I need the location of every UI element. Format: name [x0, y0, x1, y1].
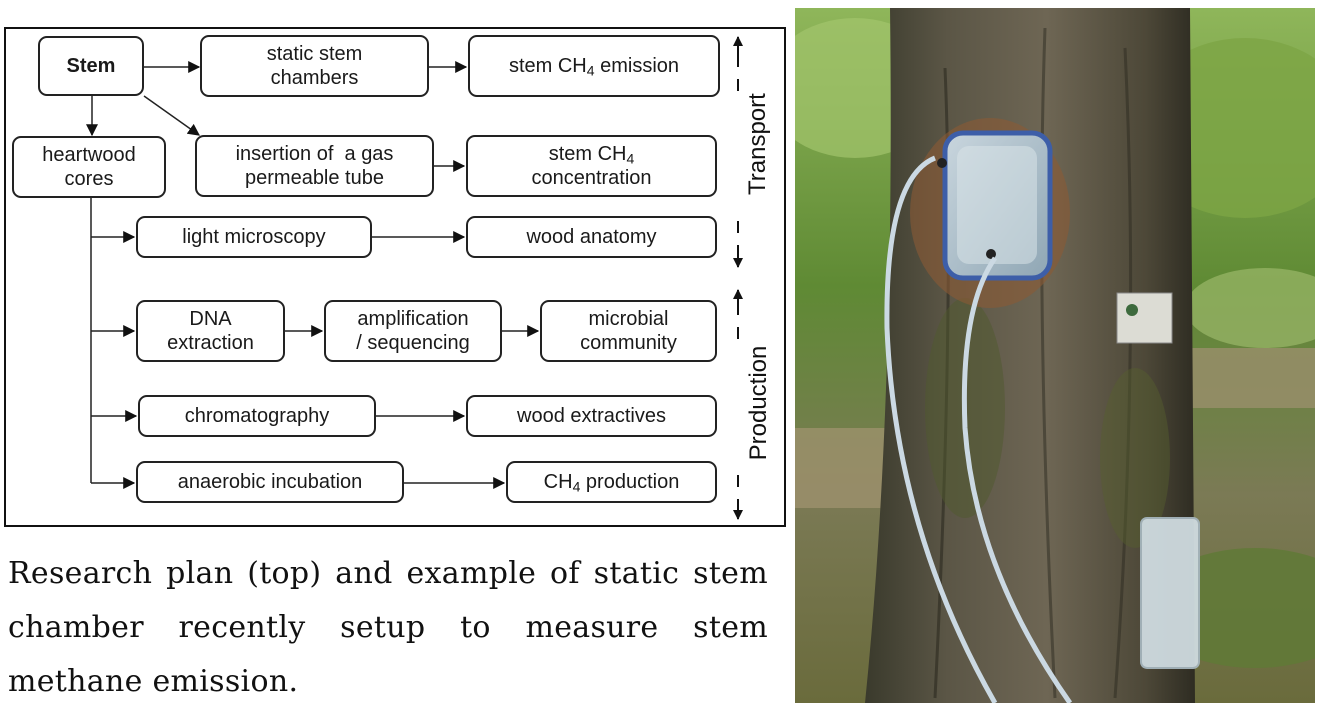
node-stem-ch4-emission-pre: stem CH — [508, 55, 587, 77]
node-amplification-line2: / sequencing — [356, 332, 470, 354]
node-stem-ch4-concentration-line2: concentration — [531, 167, 652, 189]
node-stem-ch4-emission: stem CH4 emission — [468, 35, 720, 97]
node-chromatography: chromatography — [138, 395, 376, 437]
node-ch4-production-pre: CH — [543, 471, 573, 493]
node-heartwood-cores-line2: cores — [64, 168, 114, 190]
node-wood-anatomy-label: wood anatomy — [526, 226, 657, 248]
production-label: Production — [745, 345, 772, 461]
node-anaerobic-incubation-label: anaerobic incubation — [177, 471, 363, 493]
node-microbial-community-line2: community — [580, 332, 677, 354]
node-stem-ch4-concentration-pre: stem CH — [548, 143, 627, 165]
node-stem-label: Stem — [66, 55, 116, 77]
node-stem-ch4-concentration: stem CH4 concentration — [466, 135, 717, 197]
diagram-connectors — [4, 27, 786, 527]
node-microbial-community-line1: microbial — [588, 308, 669, 330]
research-plan-diagram: Stem static stem chambers stem CH4 emiss… — [4, 27, 786, 527]
node-stem-ch4-emission-sub: 4 — [586, 62, 595, 79]
node-stem: Stem — [38, 36, 144, 96]
tree-stem-chamber-photo — [795, 8, 1315, 703]
node-anaerobic-incubation: anaerobic incubation — [136, 461, 404, 503]
node-heartwood-cores: heartwood cores — [12, 136, 166, 198]
node-ch4-production-sub: 4 — [572, 478, 581, 495]
node-static-stem-chambers-line1: static stem — [266, 43, 363, 65]
node-ch4-production: CH4 production — [506, 461, 717, 503]
node-microbial-community: microbial community — [540, 300, 717, 362]
node-insertion-line2: permeable tube — [245, 167, 384, 189]
node-light-microscopy: light microscopy — [136, 216, 372, 258]
node-light-microscopy-label: light microscopy — [182, 226, 326, 248]
node-wood-extractives: wood extractives — [466, 395, 717, 437]
node-chromatography-label: chromatography — [184, 405, 330, 427]
node-stem-ch4-emission-post: emission — [594, 55, 680, 77]
node-dna-extraction-line2: extraction — [167, 332, 254, 354]
node-static-stem-chambers-line2: chambers — [270, 67, 359, 89]
tree-photo-illustration — [795, 8, 1315, 703]
figure-caption: Research plan (top) and example of stati… — [8, 556, 768, 699]
node-wood-anatomy: wood anatomy — [466, 216, 717, 258]
node-insertion-gas-permeable-tube: insertion of a gas permeable tube — [195, 135, 434, 197]
node-heartwood-cores-line1: heartwood — [42, 144, 136, 166]
transport-label: Transport — [744, 93, 771, 195]
node-insertion-line1: insertion of a gas — [235, 143, 394, 165]
node-wood-extractives-label: wood extractives — [517, 405, 666, 427]
node-ch4-production-post: production — [580, 471, 680, 493]
node-amplification-sequencing: amplification / sequencing — [324, 300, 502, 362]
node-stem-ch4-concentration-sub: 4 — [626, 150, 635, 167]
node-dna-extraction-line1: DNA — [189, 308, 232, 330]
node-amplification-line1: amplification — [357, 308, 469, 330]
node-dna-extraction: DNA extraction — [136, 300, 285, 362]
node-static-stem-chambers: static stem chambers — [200, 35, 429, 97]
